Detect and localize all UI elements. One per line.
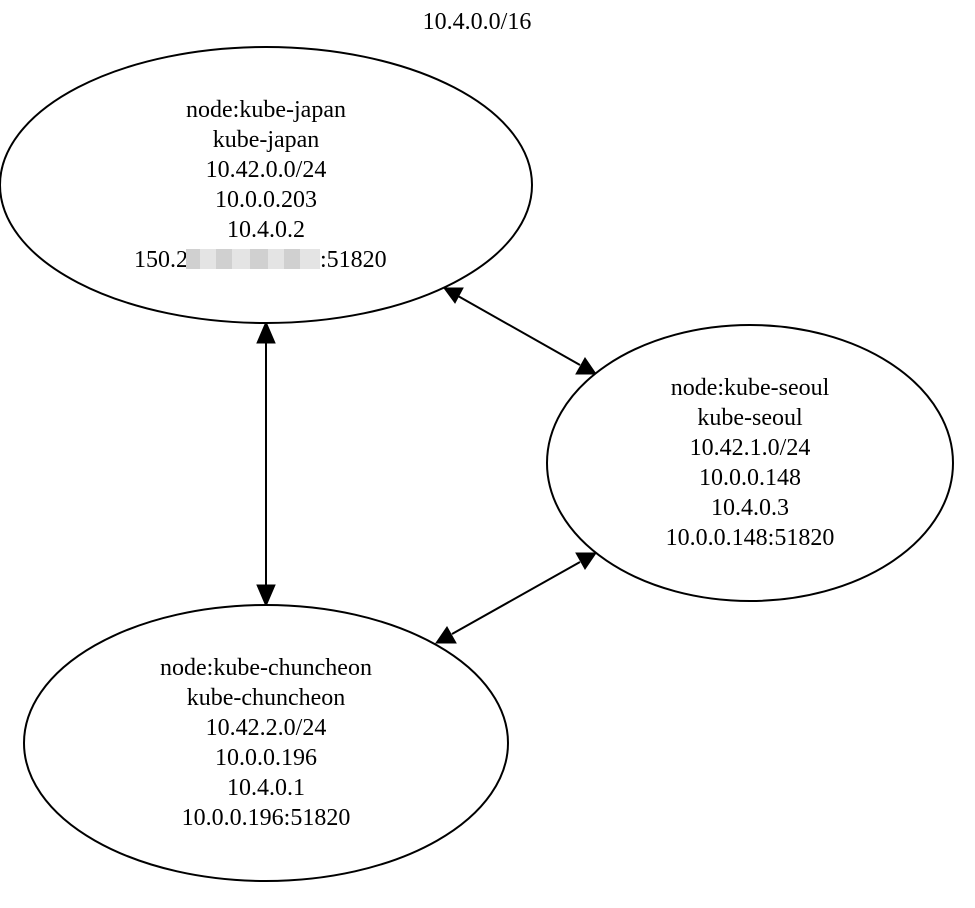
node-label-line: 10.4.0.2 <box>227 217 305 243</box>
node-label-line: 10.0.0.203 <box>215 187 317 213</box>
edge-japan-seoul <box>443 287 597 375</box>
node-kube-japan[interactable]: node:kube-japan kube-japan 10.42.0.0/24 … <box>0 46 533 324</box>
node-label-line: 10.0.0.148:51820 <box>666 525 835 551</box>
arrowhead-seoul-end <box>575 552 597 570</box>
node-ellipse <box>546 324 954 602</box>
node-kube-seoul[interactable]: node:kube-seoul kube-seoul 10.42.1.0/24 … <box>546 324 954 602</box>
node-label-line: kube-japan <box>213 127 320 153</box>
arrowhead-japan-end <box>443 287 464 304</box>
node-label-line: 10.42.2.0/24 <box>206 715 327 741</box>
node-label-line: 10.42.1.0/24 <box>690 435 811 461</box>
node-label-line: kube-chuncheon <box>187 685 346 711</box>
arrowhead-chuncheon-end <box>435 626 457 644</box>
node-label-line: 10.0.0.148 <box>699 465 801 491</box>
node-label-line: 10.42.0.0/24 <box>206 157 327 183</box>
edge-japan-chuncheon <box>256 320 276 608</box>
node-ellipse <box>23 604 509 882</box>
edge-seoul-chuncheon <box>435 552 597 644</box>
endpoint-prefix: 150.2 <box>134 247 188 273</box>
arrowhead-seoul-end <box>575 357 597 375</box>
redacted-region <box>186 249 320 269</box>
arrowhead-chuncheon-end <box>256 584 276 608</box>
node-label-line: 10.4.0.1 <box>227 775 305 801</box>
node-label-line: 10.0.0.196 <box>215 745 317 771</box>
node-label-line: 10.4.0.3 <box>711 495 789 521</box>
endpoint-suffix: :51820 <box>320 247 387 273</box>
node-label-line: 10.0.0.196:51820 <box>182 805 351 831</box>
node-label-line: node:kube-chuncheon <box>160 655 372 681</box>
graph-title: 10.4.0.0/16 <box>423 9 532 35</box>
edges <box>256 287 597 644</box>
node-label-line: node:kube-japan <box>186 97 346 123</box>
node-label-line: node:kube-seoul <box>671 375 830 401</box>
node-label-line: kube-seoul <box>697 405 803 431</box>
node-kube-chuncheon[interactable]: node:kube-chuncheon kube-chuncheon 10.42… <box>23 604 509 882</box>
arrowhead-japan-end <box>256 320 276 344</box>
node-ellipse <box>0 46 533 324</box>
